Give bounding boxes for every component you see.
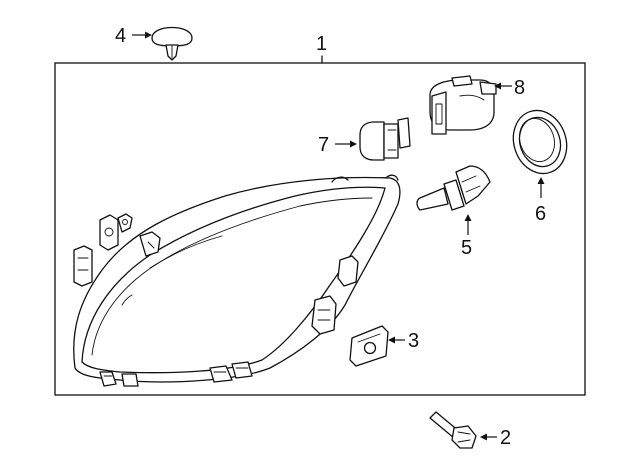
callout-6: 6 — [535, 203, 546, 225]
headlamp-assembly-icon — [73, 174, 401, 387]
callout-5: 5 — [461, 237, 472, 259]
callout-7: 7 — [318, 134, 329, 156]
arrowhead-2 — [480, 433, 487, 441]
callout-1: 1 — [316, 33, 327, 55]
callout-4: 4 — [115, 25, 126, 47]
wedge-bulb-icon — [359, 117, 411, 161]
bolt-icon — [429, 411, 477, 449]
callout-8: 8 — [514, 77, 525, 99]
push-pin-clip-icon — [151, 26, 193, 61]
bracket-clip-icon — [349, 325, 389, 367]
arrowhead-6 — [537, 177, 545, 184]
bulb-socket-icon — [429, 75, 497, 135]
callout-3: 3 — [408, 330, 419, 352]
arrowhead-8 — [494, 82, 501, 90]
arrowhead-4 — [145, 31, 152, 39]
seal-ring-icon — [512, 109, 568, 175]
arrowhead-5 — [464, 214, 472, 221]
arrowhead-7 — [350, 140, 357, 148]
callout-2: 2 — [500, 427, 511, 449]
arrowhead-3 — [388, 336, 395, 344]
assembly-frame — [54, 62, 586, 396]
headlamp-bulb-icon — [416, 165, 491, 211]
